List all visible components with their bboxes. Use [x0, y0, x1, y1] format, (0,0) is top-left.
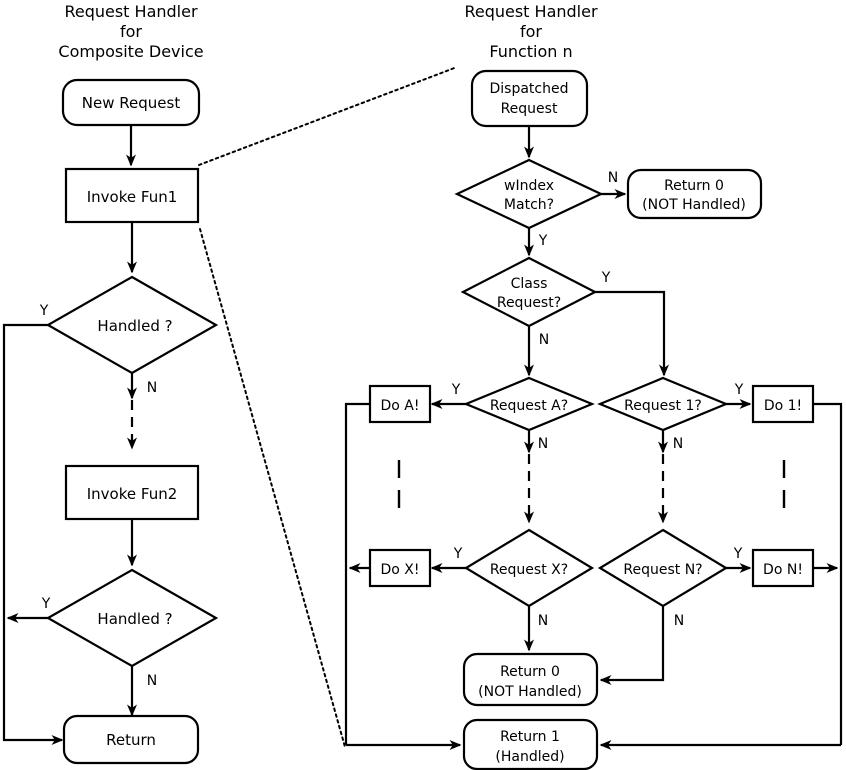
windex-match-line-2: Match?	[504, 197, 554, 213]
dispatched-request-line-2: Request	[501, 101, 558, 117]
return0-top-shape	[626, 168, 763, 220]
node-dispatched-request[interactable]: Dispatched Request	[470, 69, 589, 128]
edge-handled1-yes-to-return	[2, 323, 64, 745]
handled-2-label: Handled ?	[97, 610, 172, 628]
invoke-fun1-shape	[64, 167, 200, 224]
request-a-label: Request A?	[490, 398, 568, 414]
dispatched-request-shape	[470, 69, 589, 128]
request-1-yes-label: Y	[734, 382, 744, 398]
windex-match-line-1: wIndex	[504, 178, 554, 194]
request-n-no-label: N	[674, 613, 684, 629]
do-1-label: Do 1!	[764, 398, 802, 414]
do-x-label: Do X!	[381, 562, 420, 578]
title-right-line-3: Function n	[489, 42, 572, 61]
return0-top-line-1: Return 0	[664, 178, 724, 194]
new-request-label: New Request	[82, 94, 181, 112]
node-do-n[interactable]: Do N!	[751, 548, 815, 588]
return-shape	[62, 714, 200, 765]
node-invoke-fun2[interactable]: Invoke Fun2	[64, 464, 200, 521]
request-n-label: Request N?	[623, 562, 702, 578]
return1-line-2: (Handled)	[495, 749, 564, 765]
node-return0-top[interactable]: Return 0 (NOT Handled)	[626, 168, 763, 220]
request-1-no-label: N	[673, 436, 683, 452]
node-new-request[interactable]: New Request	[61, 78, 201, 127]
node-return0-bottom[interactable]: Return 0 (NOT Handled)	[462, 652, 599, 707]
class-request-yes-label: Y	[601, 270, 611, 286]
return1-line-1: Return 1	[500, 729, 560, 745]
edge-doa-to-left-rail	[344, 402, 370, 745]
edge-do1-to-right-rail	[813, 402, 843, 745]
edge-requestn-no-to-return0	[599, 606, 665, 685]
title-left-line-1: Request Handler	[64, 2, 198, 21]
node-request-1[interactable]: Request 1?	[597, 376, 729, 432]
callout-line-top	[198, 66, 458, 166]
request-x-yes-label: Y	[453, 546, 463, 562]
do-1-shape	[751, 384, 815, 424]
callout-line-bottom	[199, 228, 346, 748]
node-return[interactable]: Return	[62, 714, 200, 765]
title-right: Request Handler for Function n	[464, 2, 598, 61]
edge-class-yes-to-request1	[595, 290, 669, 377]
windex-no-label: N	[608, 170, 618, 186]
return0-bottom-line-1: Return 0	[500, 664, 560, 680]
return0-bottom-shape	[462, 652, 599, 707]
handled-2-no-label: N	[147, 673, 157, 689]
node-windex-match[interactable]: wIndex Match?	[454, 158, 604, 230]
invoke-fun2-label: Invoke Fun2	[87, 485, 178, 503]
request-n-yes-label: Y	[733, 546, 743, 562]
request-x-no-label: N	[538, 613, 548, 629]
title-right-line-2: for	[520, 22, 542, 41]
do-a-label: Do A!	[381, 398, 420, 414]
request-a-yes-label: Y	[451, 382, 461, 398]
node-do-x[interactable]: Do X!	[368, 548, 432, 588]
handled-1-no-label: N	[147, 380, 157, 396]
request-x-label: Request X?	[490, 562, 568, 578]
handled-2-yes-label: Y	[41, 596, 51, 612]
node-request-a[interactable]: Request A?	[463, 376, 595, 432]
handled-1-label: Handled ?	[97, 317, 172, 335]
return0-top-line-2: (NOT Handled)	[642, 197, 746, 213]
request-a-no-label: N	[538, 436, 548, 452]
class-request-line-1: Class	[511, 276, 548, 292]
class-request-no-label: N	[539, 332, 549, 348]
return0-bottom-line-2: (NOT Handled)	[478, 684, 582, 700]
node-do-1[interactable]: Do 1!	[751, 384, 815, 424]
invoke-fun1-label: Invoke Fun1	[87, 188, 178, 206]
dispatched-request-line-1: Dispatched	[490, 81, 569, 97]
node-do-a[interactable]: Do A!	[368, 384, 432, 424]
title-left: Request Handler for Composite Device	[58, 2, 203, 61]
class-request-line-2: Request?	[497, 295, 561, 311]
title-left-line-3: Composite Device	[58, 42, 203, 61]
return-label: Return	[106, 731, 156, 749]
title-right-line-1: Request Handler	[464, 2, 598, 21]
windex-yes-label: Y	[538, 233, 548, 249]
request-1-label: Request 1?	[624, 398, 702, 414]
node-invoke-fun1[interactable]: Invoke Fun1	[64, 167, 200, 224]
node-return1[interactable]: Return 1 (Handled)	[462, 718, 599, 770]
title-left-line-2: for	[120, 22, 142, 41]
handled-1-yes-label: Y	[39, 303, 49, 319]
invoke-fun2-shape	[64, 464, 200, 521]
return1-shape	[462, 718, 599, 770]
do-x-shape	[368, 548, 432, 588]
node-class-request[interactable]: Class Request?	[460, 256, 598, 328]
do-n-label: Do N!	[763, 562, 803, 578]
